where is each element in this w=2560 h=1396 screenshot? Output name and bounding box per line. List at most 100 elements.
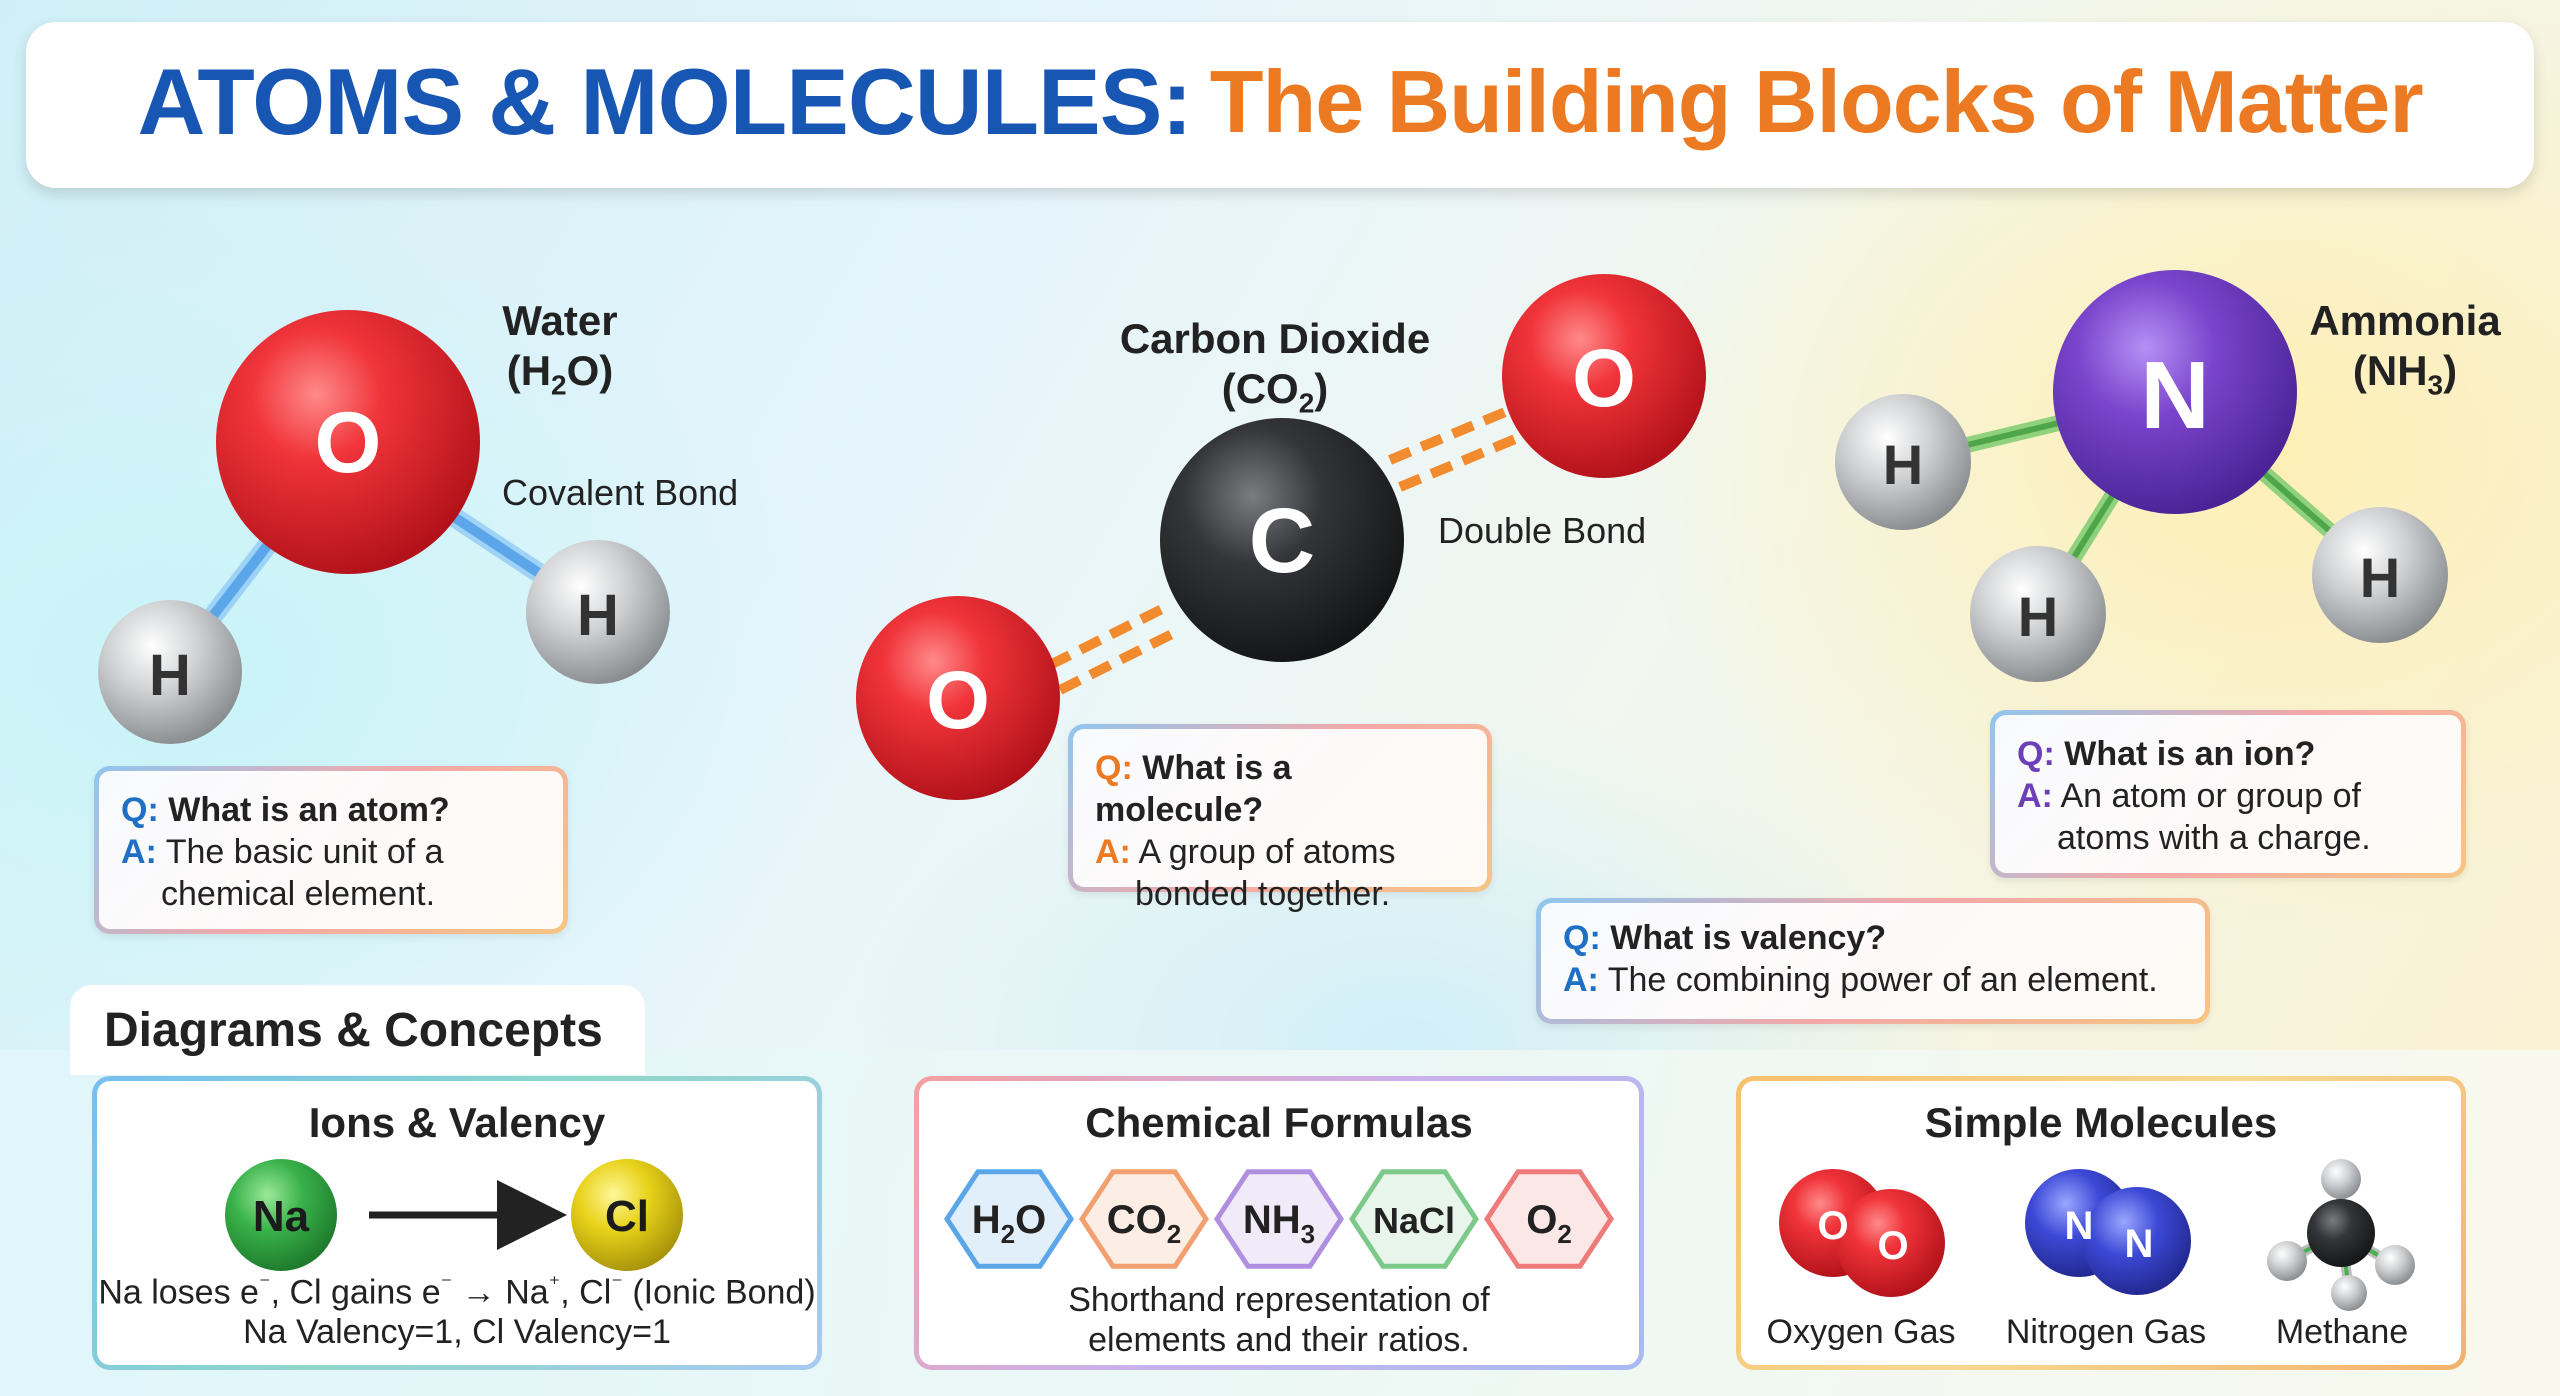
qa-atom-a-key: A: bbox=[121, 833, 157, 871]
co2-o1-symbol: O bbox=[926, 655, 990, 746]
section-title: Diagrams & Concepts bbox=[70, 985, 645, 1075]
n2-symbol-2: N bbox=[2125, 1222, 2154, 1266]
water-hydrogen-atom-left bbox=[98, 600, 242, 744]
co2-o2-symbol: O bbox=[1572, 333, 1636, 424]
qa-atom-q-key: Q: bbox=[121, 791, 159, 829]
ammonia-molecule: N H H H bbox=[1835, 270, 2448, 682]
o2-symbol-2: O bbox=[1877, 1224, 1908, 1268]
methane-model bbox=[2267, 1159, 2415, 1311]
qa-card-molecule: Q: What is a molecule? A: A group of ato… bbox=[1068, 724, 1492, 913]
chlorine-symbol: Cl bbox=[605, 1192, 649, 1241]
formula-text: CO2 bbox=[1107, 1198, 1181, 1249]
nitrogen-gas-label: Nitrogen Gas bbox=[2005, 1313, 2207, 1351]
qa-molecule-a-key: A: bbox=[1095, 833, 1131, 871]
co2-bond-right-1 bbox=[1388, 405, 1512, 465]
formula-text: O2 bbox=[1526, 1198, 1572, 1249]
formulas-caption-line1: Shorthand representation of bbox=[1068, 1281, 1490, 1319]
ionic-bond-description: Na loses e⁻, Cl gains e⁻ → Na⁺, Cl⁻ (Ion… bbox=[98, 1271, 816, 1312]
chlorine-atom bbox=[571, 1159, 683, 1271]
ammonia-formula: (NH3) bbox=[2352, 347, 2458, 401]
water-h2-symbol: H bbox=[577, 583, 619, 648]
sodium-atom bbox=[225, 1159, 337, 1271]
simple-molecules-diagram: O O N N bbox=[1779, 1159, 2415, 1311]
title-subtitle: The Building Blocks of Matter bbox=[1209, 52, 2424, 151]
formula-hexagon bbox=[1079, 1169, 1209, 1269]
qa-valency-answer: The combining power of an element. bbox=[1607, 961, 2158, 999]
co2-molecule: C O O bbox=[856, 274, 1706, 800]
chemical-formulas-title: Chemical Formulas bbox=[1085, 1099, 1473, 1146]
formula-text: NaCl bbox=[1373, 1200, 1455, 1241]
formulas-caption-line2: elements and their ratios. bbox=[1088, 1321, 1470, 1359]
valency-values: Na Valency=1, Cl Valency=1 bbox=[243, 1313, 671, 1351]
co2-oxygen-atom-right bbox=[1502, 274, 1706, 478]
qa-valency-q-key: Q: bbox=[1563, 919, 1601, 957]
ammonia-hydrogen-atom-bottom bbox=[1970, 546, 2106, 682]
formula-hexagon bbox=[1214, 1169, 1344, 1269]
ammonia-h1-symbol: H bbox=[1883, 433, 1923, 496]
qa-ion-answer: An atom or group of atoms with a charge. bbox=[2057, 777, 2371, 857]
qa-card-valency: Q: What is valency? A: The combining pow… bbox=[1536, 898, 2210, 1024]
water-oxygen-symbol: O bbox=[315, 395, 382, 491]
methane-h-top bbox=[2321, 1159, 2361, 1199]
o2-atom-2 bbox=[1837, 1189, 1945, 1297]
qa-card-ion: Q: What is an ion? A: An atom or group o… bbox=[1990, 710, 2466, 878]
water-h1-symbol: H bbox=[149, 643, 191, 708]
co2-formula: (CO2) bbox=[1221, 365, 1329, 419]
ions-valency-box: Ions & Valency Na Cl Na loses e⁻, Cl gai… bbox=[92, 1076, 822, 1370]
co2-label: Carbon Dioxide (CO2) bbox=[1080, 314, 1470, 428]
water-hydrogen-atom-right bbox=[526, 540, 670, 684]
co2-bond-right-2 bbox=[1398, 432, 1522, 492]
co2-carbon-atom bbox=[1160, 418, 1404, 662]
ammonia-name: Ammonia bbox=[2309, 297, 2501, 344]
water-molecule: O H H bbox=[98, 310, 670, 744]
co2-carbon-symbol: C bbox=[1249, 490, 1315, 592]
qa-atom-answer: The basic unit of a chemical element. bbox=[161, 833, 444, 913]
sodium-symbol: Na bbox=[253, 1192, 310, 1241]
co2-bond-left-1 bbox=[1047, 600, 1173, 670]
ammonia-hydrogen-atom-left bbox=[1835, 394, 1971, 530]
ammonia-label: Ammonia (NH3) bbox=[2290, 296, 2520, 410]
methane-h-left bbox=[2267, 1241, 2307, 1281]
methane-h-right bbox=[2375, 1245, 2415, 1285]
ions-valency-title: Ions & Valency bbox=[308, 1099, 606, 1146]
qa-ion-question: What is an ion? bbox=[2064, 735, 2316, 773]
qa-ion-a-key: A: bbox=[2017, 777, 2053, 815]
formula-hexagons: H2O CO2 NH3 NaCl O2 bbox=[944, 1169, 1614, 1269]
qa-valency-a-key: A: bbox=[1563, 961, 1599, 999]
simple-molecules-title: Simple Molecules bbox=[1924, 1099, 2278, 1146]
water-name: Water bbox=[502, 297, 618, 344]
formula-hexagon bbox=[944, 1169, 1074, 1269]
qa-valency-question: What is valency? bbox=[1610, 919, 1887, 957]
water-formula: (H2O) bbox=[506, 347, 614, 401]
methane-carbon-atom bbox=[2307, 1199, 2375, 1267]
simple-molecules-box: Simple Molecules O O N N bbox=[1736, 1076, 2466, 1370]
qa-card-atom: Q: What is an atom? A: The basic unit of… bbox=[94, 766, 568, 934]
qa-atom-question: What is an atom? bbox=[168, 791, 450, 829]
qa-ion-q-key: Q: bbox=[2017, 735, 2055, 773]
title-bar: ATOMS & MOLECULES: The Building Blocks o… bbox=[26, 22, 2534, 188]
formula-text: H2O bbox=[972, 1198, 1046, 1249]
ions-valency-diagram: Na Cl bbox=[225, 1159, 683, 1271]
qa-molecule-q-key: Q: bbox=[1095, 749, 1133, 787]
n2-symbol-1: N bbox=[2065, 1204, 2094, 1248]
formula-hexagon bbox=[1484, 1169, 1614, 1269]
methane-h-bottom bbox=[2331, 1275, 2367, 1311]
covalent-bond-label: Covalent Bond bbox=[502, 472, 739, 513]
n2-atom-2 bbox=[2083, 1187, 2191, 1295]
co2-name: Carbon Dioxide bbox=[1119, 315, 1431, 362]
co2-oxygen-atom-left bbox=[856, 596, 1060, 800]
chemical-formulas-box: Chemical Formulas H2O CO2 NH3 NaCl O2 Shorth… bbox=[914, 1076, 1644, 1370]
oxygen-gas-label: Oxygen Gas bbox=[1766, 1313, 1956, 1351]
ammonia-h3-symbol: H bbox=[2360, 546, 2400, 609]
water-label: Water (H2O) bbox=[460, 296, 660, 410]
ammonia-h2-symbol: H bbox=[2018, 585, 2058, 648]
ammonia-nitrogen-atom bbox=[2053, 270, 2297, 514]
title-main: ATOMS & MOLECULES: bbox=[137, 49, 1192, 154]
o2-symbol-1: O bbox=[1817, 1204, 1848, 1248]
formula-text: NH3 bbox=[1243, 1198, 1315, 1249]
qa-molecule-answer: A group of atoms bonded together. bbox=[1135, 833, 1396, 913]
ammonia-n-symbol: N bbox=[2140, 342, 2209, 449]
double-bond-label: Double Bond bbox=[1438, 510, 1647, 551]
